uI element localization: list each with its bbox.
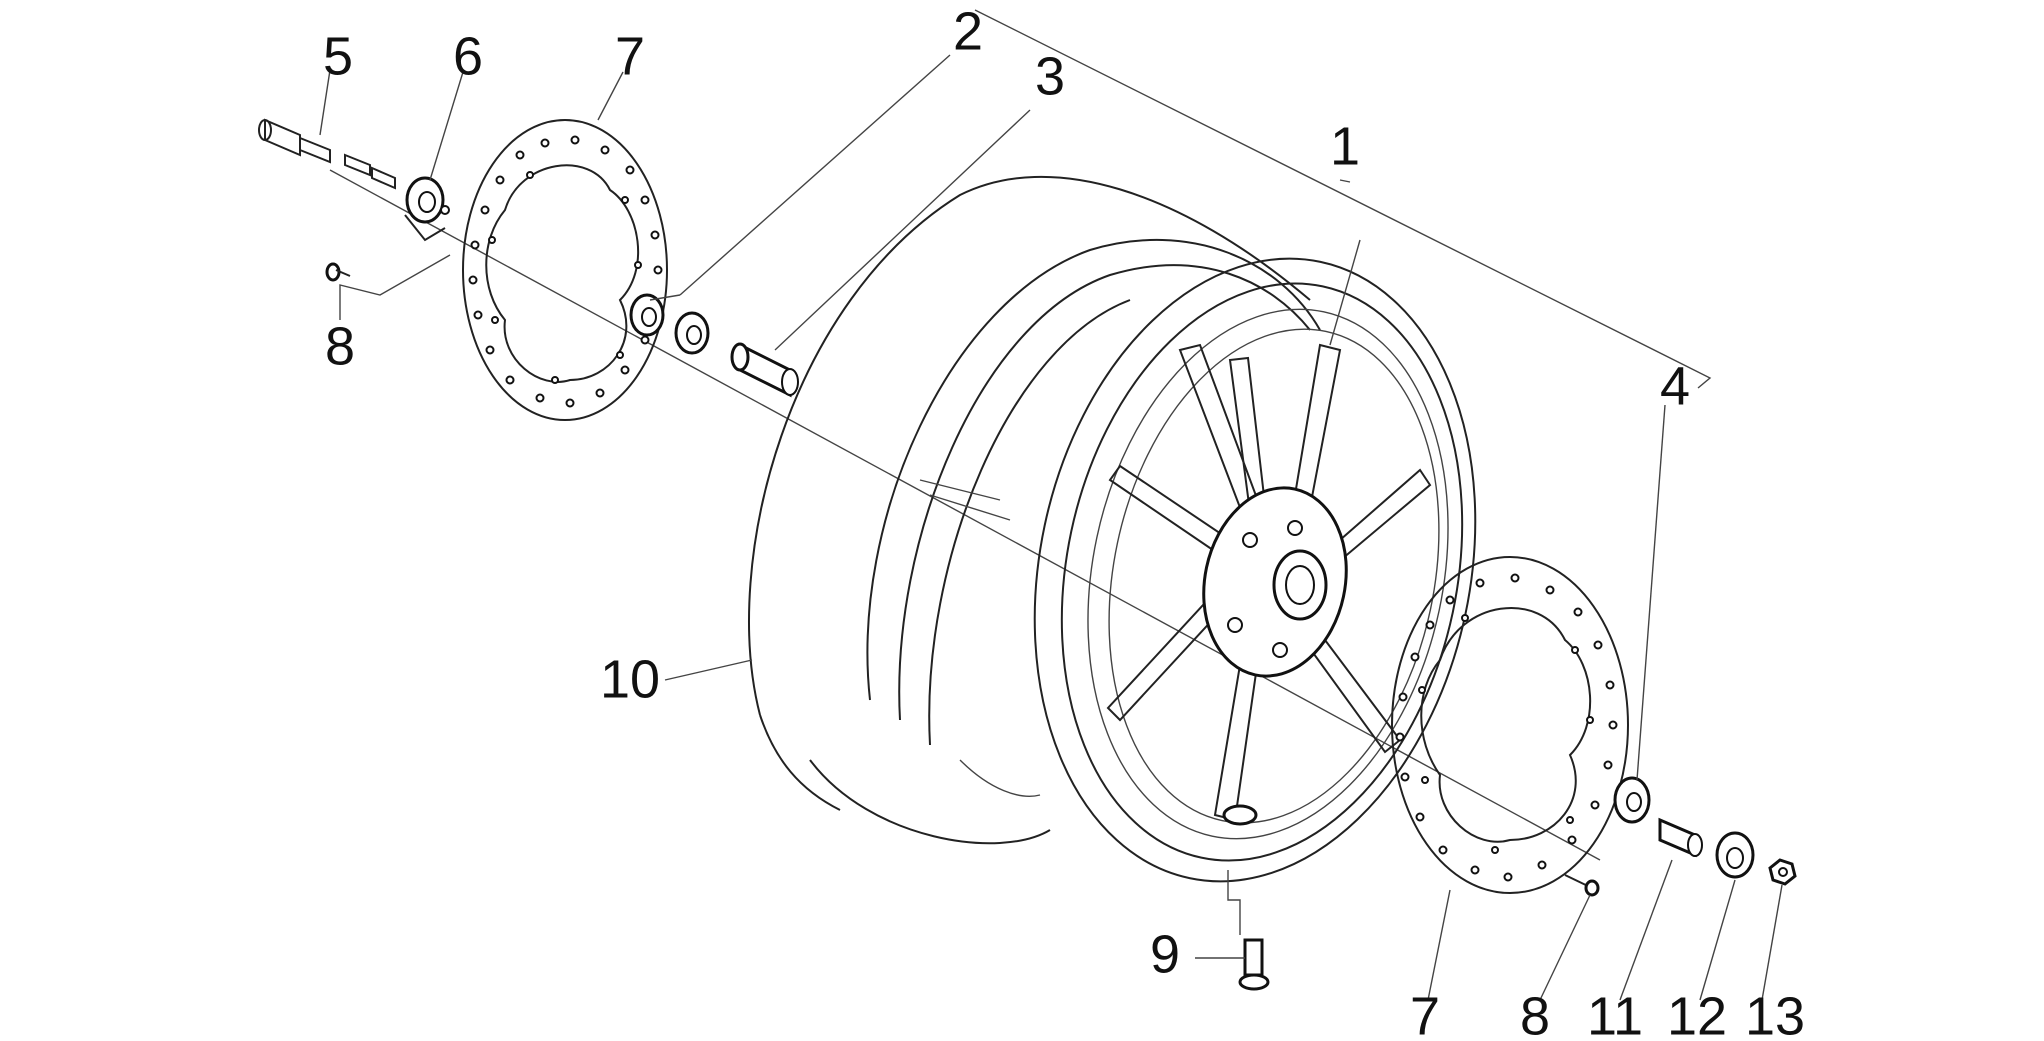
rim-well <box>1108 328 1440 824</box>
leader-10 <box>664 659 753 681</box>
brake-disc-right <box>1391 556 1629 894</box>
callout-6: 6 <box>453 26 483 86</box>
disc-right-holes <box>1395 573 1618 882</box>
leader-9 <box>1195 870 1245 959</box>
axle-head <box>264 118 301 157</box>
leader-5 <box>319 69 331 136</box>
callout-3: 3 <box>1035 46 1065 106</box>
tire-inner-arc <box>866 238 1321 701</box>
tire <box>748 175 1321 845</box>
leader-7b <box>1427 889 1451 1001</box>
leader-7a <box>597 71 624 121</box>
tire-valve <box>1238 938 1270 991</box>
hub-bore-inner <box>1285 565 1315 605</box>
disc-right-carrier <box>1420 607 1591 843</box>
hub-bolt-hole-3 <box>1227 617 1243 633</box>
bearings-pair <box>629 293 710 355</box>
tire-inner-arc-2 <box>898 264 1311 721</box>
tire-spoke-hint-2 <box>929 494 1011 521</box>
callout-9: 9 <box>1150 924 1180 984</box>
nut-right <box>1768 858 1797 886</box>
tire-spoke-hint <box>919 479 1001 501</box>
callout-7b: 7 <box>1410 986 1440 1041</box>
callout-1: 1 <box>1330 116 1360 176</box>
washer-right <box>1715 831 1755 879</box>
brake-disc-left <box>462 119 668 421</box>
hub-bolt-hole-2 <box>1287 520 1303 536</box>
tire-outer-arc <box>748 175 1311 716</box>
bearing-right <box>1613 776 1651 824</box>
leader-8a <box>339 254 451 320</box>
disc-right-outer <box>1391 556 1629 894</box>
callout-13: 13 <box>1745 986 1805 1041</box>
callouts: 1 2 3 4 5 6 7 8 9 10 7 8 11 12 13 <box>323 1 1805 1041</box>
leader-1-rim <box>1329 239 1361 346</box>
leader-12 <box>1699 879 1736 1001</box>
tire-bead <box>928 299 1131 746</box>
screw-right <box>1564 874 1600 897</box>
disc-left-holes <box>468 135 663 408</box>
axle-shaft <box>258 118 396 190</box>
screw-left <box>325 262 351 282</box>
hub-bolt-hole-1 <box>1242 532 1258 548</box>
axle-centerline <box>329 169 1601 861</box>
hub-bolt-hole-4 <box>1272 642 1288 658</box>
callout-11: 11 <box>1587 986 1643 1041</box>
speedo-drive-arm <box>404 214 446 242</box>
tire-left-edge <box>759 714 841 811</box>
disc-left-outer <box>462 119 668 421</box>
leader-3 <box>774 109 1031 351</box>
leader-8b <box>1539 894 1591 1001</box>
leader-lines <box>319 9 1783 1001</box>
leader-11 <box>1619 859 1673 1001</box>
spacer-right <box>1658 817 1703 858</box>
tire-bottom-arc <box>809 759 1051 845</box>
leader-13 <box>1761 884 1783 1001</box>
speedometer-drive <box>404 176 450 242</box>
callout-5: 5 <box>323 26 353 86</box>
callout-8b: 8 <box>1520 986 1550 1041</box>
bracket-part-1 <box>974 9 1712 389</box>
rim <box>1033 257 1477 883</box>
callout-2: 2 <box>953 1 983 61</box>
axle-end <box>258 119 272 141</box>
leader-1 <box>1339 179 1351 183</box>
disc-left-carrier <box>485 164 640 383</box>
valve-boss <box>1222 804 1258 826</box>
callout-12: 12 <box>1667 986 1727 1041</box>
callout-7a: 7 <box>615 26 645 86</box>
tire-lower-bead <box>959 759 1041 797</box>
leader-2 <box>679 54 951 296</box>
spacer-tube <box>730 342 799 398</box>
callout-8a: 8 <box>325 316 355 376</box>
rim-inner <box>1060 282 1464 862</box>
rim-flange <box>1087 308 1449 840</box>
callout-4: 4 <box>1660 356 1690 416</box>
callout-10: 10 <box>600 649 660 709</box>
leader-4 <box>1636 404 1666 781</box>
leader-6 <box>429 71 464 181</box>
